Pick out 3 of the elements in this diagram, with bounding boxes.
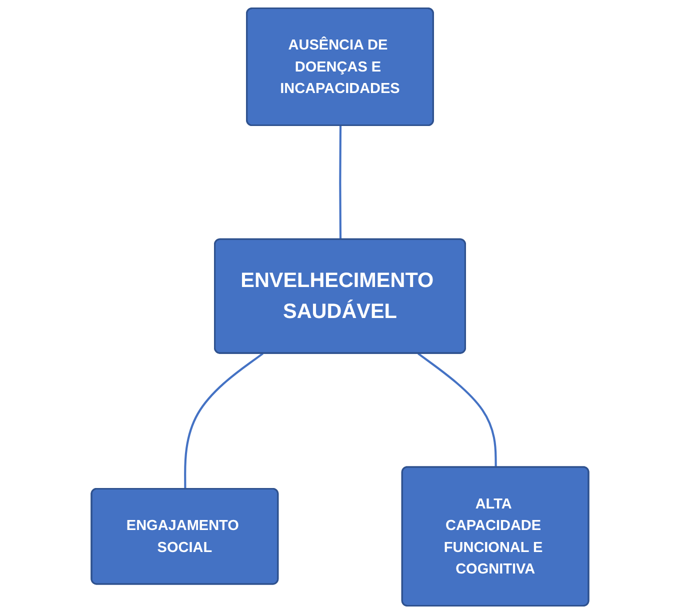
connector <box>418 352 497 468</box>
connector <box>339 126 342 240</box>
connector <box>184 352 264 490</box>
